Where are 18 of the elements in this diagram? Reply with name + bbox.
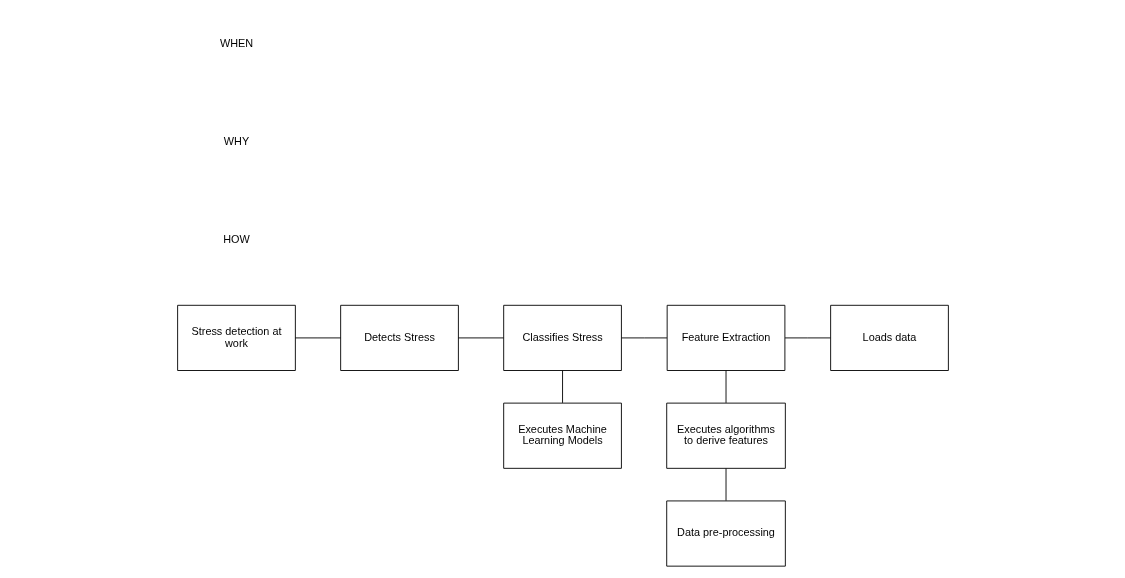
node-box: Executes algorithms to derive features xyxy=(665,402,786,469)
node-box: Feature Extraction xyxy=(666,304,785,371)
node-box: Loads data xyxy=(829,304,949,371)
node-box: Detects Stress xyxy=(339,304,459,371)
connector xyxy=(725,468,726,502)
node-box: Classifies Stress xyxy=(502,304,622,371)
connector xyxy=(294,337,341,339)
connector xyxy=(725,370,726,404)
connector xyxy=(620,337,667,339)
connector xyxy=(784,337,831,339)
node-box: Data pre-processing xyxy=(665,500,786,567)
label: WHEN xyxy=(219,37,253,50)
node-box: Executes Machine Learning Models xyxy=(502,402,622,469)
label: WHY xyxy=(223,135,249,148)
node-box: Stress detection at work xyxy=(176,304,296,371)
connector xyxy=(561,370,563,404)
label: HOW xyxy=(222,232,250,245)
connector xyxy=(457,337,504,339)
